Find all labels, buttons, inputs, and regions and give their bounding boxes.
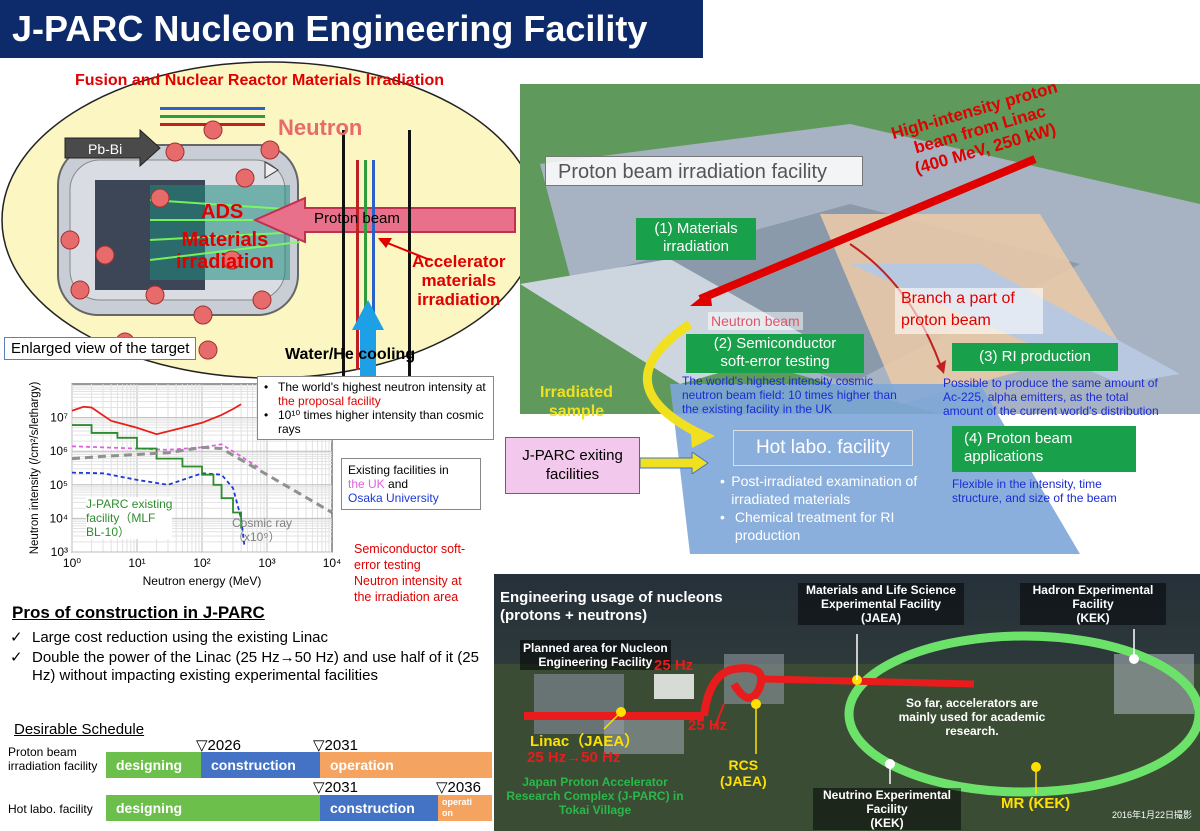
year-2031-a: ▽2031 <box>313 737 358 754</box>
series-line <box>71 443 262 470</box>
series-line <box>71 471 246 547</box>
y-tick-label: 10⁴ <box>49 511 68 525</box>
existing-facilities-note: Existing facilities in the UK and Osaka … <box>341 458 481 510</box>
photo-heading: Engineering usage of nucleons (protons +… <box>500 589 723 624</box>
chart-bullets: •The world's highest neutron intensity a… <box>257 376 494 440</box>
proton-apps-box: (4) Proton beam applications <box>952 426 1136 472</box>
neutron-beam-label: Neutron beam <box>708 312 803 330</box>
neutrino-label: Neutrino Experimental Facility (KEK) <box>813 788 961 830</box>
hot-labo-item: •Chemical treatment for RI production <box>720 509 895 543</box>
branch-label: Branch a part of proton beam <box>895 288 1043 334</box>
irradiated-sample-label: Irradiated sample <box>540 384 613 420</box>
year-2026: ▽2026 <box>196 737 241 754</box>
chart-bullet: •10¹⁰ times higher intensity than cosmic… <box>264 408 484 436</box>
series-line <box>71 403 242 436</box>
soft-error-note: The world's highest intensity cosmic neu… <box>682 374 897 416</box>
hadron-label: Hadron Experimental Facility (KEK) <box>1020 583 1166 625</box>
proton-apps-note: Flexible in the intensity, time structur… <box>952 477 1117 505</box>
y-tick-label: 10³ <box>51 545 68 559</box>
target-heading: Fusion and Nuclear Reactor Materials Irr… <box>75 72 444 89</box>
materials-irradiation-label: Materials irradiation <box>176 229 274 273</box>
mr-label: MR (KEK) <box>1001 795 1071 812</box>
x-tick-label: 10¹ <box>128 556 145 570</box>
x-tick-label: 10⁰ <box>63 556 81 570</box>
linac-label: Linac（JAEA） <box>530 733 640 750</box>
page-title: J-PARC Nucleon Engineering Facility <box>12 8 648 49</box>
mlf-label: Materials and Life Science Experimental … <box>798 583 964 625</box>
so-far-note: So far, accelerators are mainly used for… <box>898 696 1046 738</box>
series-line <box>72 424 243 529</box>
x-tick-label: 10³ <box>258 556 275 570</box>
y-tick-label: 10⁵ <box>50 478 68 492</box>
photo-date: 2016年1月22日撮影 <box>1112 810 1193 820</box>
arrow-right-icon <box>640 452 709 474</box>
cosmic-chart-label: Cosmic ray （x10⁹） <box>232 516 293 544</box>
pb-bi-label: Pb-Bi <box>88 141 123 157</box>
bar-operation-2: operati on <box>438 795 492 821</box>
year-2031-b: ▽2031 <box>313 779 358 796</box>
x-tick-label: 10² <box>193 556 210 570</box>
hot-labo-title: Hot labo. facility <box>733 430 913 466</box>
proton-beam-label: Proton beam <box>314 210 400 227</box>
pros-item: ✓Large cost reduction using the existing… <box>10 629 329 646</box>
chart-bullet: •The world's highest neutron intensity a… <box>264 380 486 408</box>
row-proton-label: Proton beam irradiation facility <box>8 745 98 773</box>
ri-note: Possible to produce the same amount of A… <box>943 376 1159 418</box>
existing-facilities-box: J-PARC exiting facilities <box>505 437 640 494</box>
schedule-heading: Desirable Schedule <box>14 721 145 738</box>
y-axis-label: Neutron intensity (/cm²/s/lethargy) <box>29 382 41 555</box>
pros-list: ✓Large cost reduction using the existing… <box>10 629 486 685</box>
linac-hz-label: 25 Hz→50 Hz <box>527 749 621 766</box>
y-tick-label: 10⁶ <box>50 444 68 458</box>
row-hotlabo-label: Hot labo. facility <box>8 802 93 816</box>
ri-production-box: (3) RI production <box>952 343 1118 371</box>
water-cooling-label: Water/He cooling <box>285 346 416 363</box>
accelerator-materials-label: Accelerator materials irradiation <box>412 252 506 309</box>
y-tick-label: 10⁷ <box>50 411 68 425</box>
pros-heading: Pros of construction in J-PARC <box>12 603 265 622</box>
x-tick-label: 10⁴ <box>323 556 342 570</box>
target-diagram <box>1 61 539 380</box>
materials-irradiation-box: (1) Materials irradiation <box>636 218 756 260</box>
bar-designing-1: designing <box>106 752 201 778</box>
proton-facility-label: Proton beam irradiation facility <box>545 156 863 186</box>
year-2036: ▽2036 <box>436 779 481 796</box>
hz-25-b: 25 Hz <box>688 717 728 734</box>
neutron-label: Neutron <box>278 115 363 140</box>
hot-labo-item: •Post-irradiated examination of irradiat… <box>720 473 918 507</box>
bar-construction-1: construction <box>201 752 320 778</box>
bar-construction-2: construction <box>320 795 438 821</box>
jparc-tokai-label: Japan Proton Accelerator Research Comple… <box>506 775 684 817</box>
soft-error-box: (2) Semiconductor soft-error testing <box>686 334 864 373</box>
bar-operation-1: operation <box>320 752 492 778</box>
bar-designing-2: designing <box>106 795 320 821</box>
ads-label: ADS <box>201 201 244 223</box>
semiconductor-note: Semiconductor soft- error testing Neutro… <box>354 542 466 604</box>
pros-item: ✓Double the power of the Linac (25 Hz→50… <box>10 649 479 684</box>
hz-25-a: 25 Hz <box>654 657 694 674</box>
x-axis-label: Neutron energy (MeV) <box>143 574 262 588</box>
jparc-chart-label: J-PARC existing facility（MLF BL-10） <box>86 497 173 539</box>
hot-labo-list: •Post-irradiated examination of irradiat… <box>720 472 948 544</box>
title-bar <box>0 0 703 58</box>
enlarged-view-label: Enlarged view of the target <box>4 337 197 360</box>
planned-area-label: Planned area for Nucleon Engineering Fac… <box>520 640 671 670</box>
rcs-label: RCS (JAEA) <box>720 757 767 789</box>
